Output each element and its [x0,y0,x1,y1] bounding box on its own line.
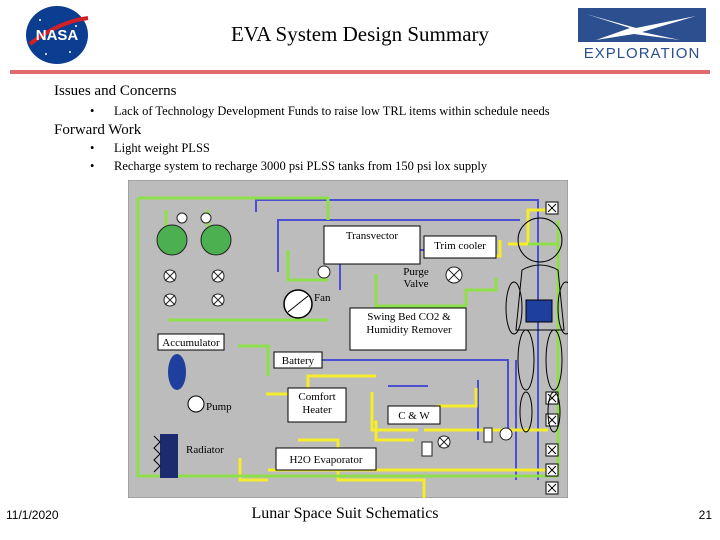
h2o-evaporator-label: H2O Evaporator [289,454,362,466]
water-valve-icons [421,427,513,457]
radiator-icon [160,434,178,478]
trim-cooler-box [423,235,497,259]
bullet-text: Lack of Technology Development Funds to … [114,104,550,118]
comfort-heater-label-1: Comfort [298,391,335,403]
page-title: EVA System Design Summary [230,22,490,46]
accumulator-label: Accumulator [162,337,220,349]
issues-heading: Issues and Concerns [54,83,177,99]
forward-work-heading: Forward Work [54,122,142,138]
regulator-valve-icons [163,212,331,307]
o2-loop-lines [136,196,560,478]
pump-label: Pump [206,401,232,413]
exploration-logo: EXPLORATION [576,6,708,64]
radiator-label: Radiator [186,444,224,456]
purge-valve-label-2: Valve [403,278,428,290]
transvector-label: Transvector [346,230,398,242]
nasa-logo-text: NASA [36,27,79,44]
accumulator-box [157,333,225,351]
o2-tank-left-icon [156,224,188,256]
forward-work-bullet-1: • Light weight PLSS [90,141,690,157]
battery-box [273,351,323,369]
exploration-logo-text: EXPLORATION [584,45,701,62]
h2o-evaporator-box [275,447,377,471]
comfort-heater-box [287,387,347,423]
diagram-caption: Lunar Space Suit Schematics [251,505,439,522]
battery-label: Battery [282,355,315,367]
bullet-glyph: • [90,159,95,173]
astronaut-figure-icon [505,217,575,433]
suit-schematic: Transvector Trim cooler Purge Valve Fan … [127,179,575,500]
comfort-heater-label-2: Heater [302,404,332,416]
fan-blade-icon [287,295,309,313]
accumulator-icon [168,354,186,390]
transvector-box [323,225,421,265]
bullet-text: Recharge system to recharge 3000 psi PLS… [114,159,488,173]
trim-cooler-label: Trim cooler [434,240,486,252]
fan-label: Fan [314,292,331,304]
c-and-w-box [387,405,441,425]
nasa-logo: NASA [18,4,96,66]
page-number: 21 [698,508,712,522]
bullet-glyph: • [90,104,95,118]
header-rule [10,70,710,74]
purge-valve-label-1: Purge [403,266,429,278]
pump-icon [187,395,205,413]
bullet-text: Light weight PLSS [114,141,210,155]
issues-bullet-1: • Lack of Technology Development Funds t… [90,104,690,120]
forward-work-bullet-2: • Recharge system to recharge 3000 psi P… [90,159,690,175]
bullet-glyph: • [90,141,95,155]
swing-bed-box [349,307,467,351]
purge-valve-icon [445,266,463,284]
swing-bed-label-1: Swing Bed CO2 & [367,311,451,323]
swing-bed-label-2: Humidity Remover [366,324,452,336]
radiator-fins-icon [153,435,161,473]
footer-date: 11/1/2020 [6,508,59,522]
c-and-w-label: C & W [398,410,430,422]
o2-tank-right-icon [200,224,232,256]
